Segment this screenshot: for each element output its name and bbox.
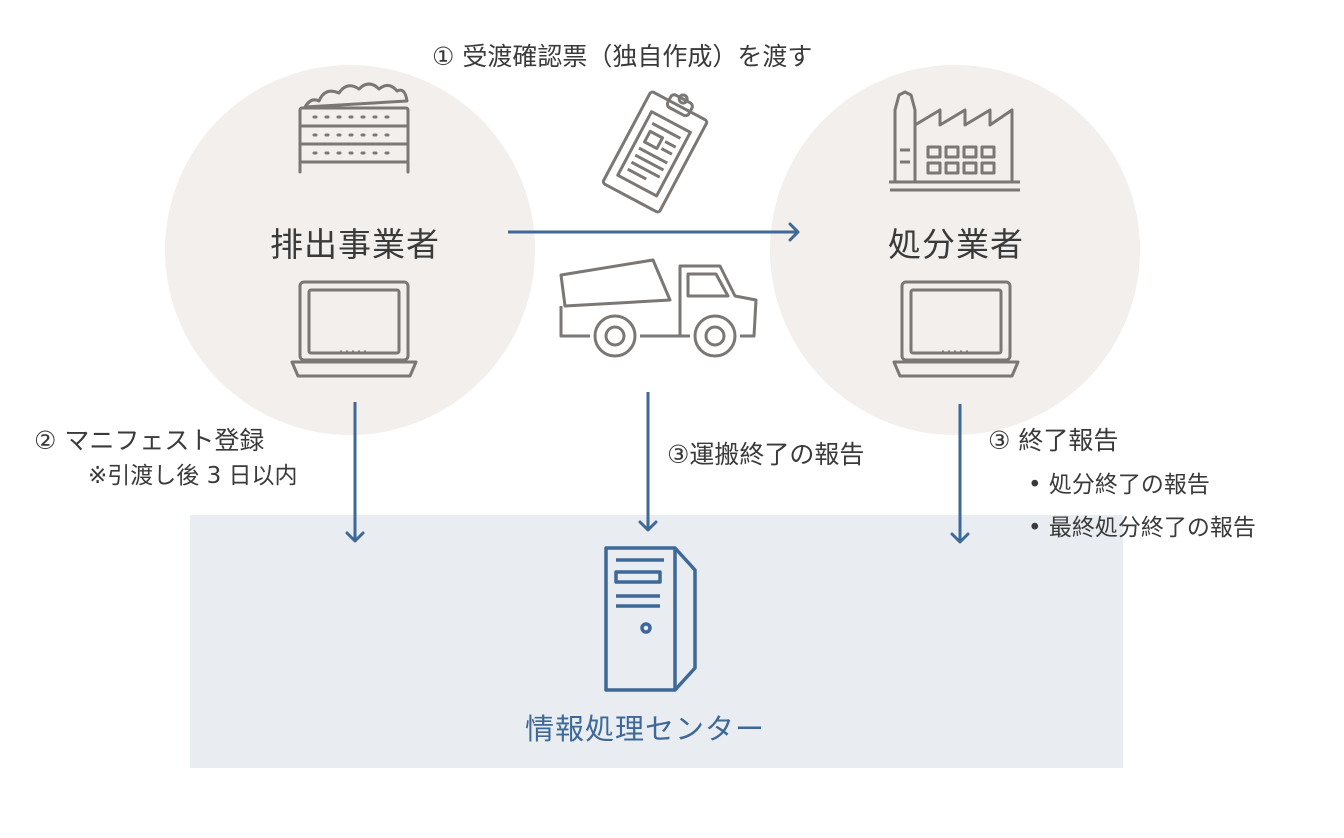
manifest-registration-note: ※引渡し後 3 日以内 [88,463,298,489]
handover-label: ① 受渡確認票（独自作成）を渡す [432,42,813,71]
bullet: • [1028,472,1042,498]
completion-report-label: ③ 終了報告 [988,426,1119,455]
disposer-label: 処分業者 [888,225,1024,264]
info-center-label: 情報処理センター [525,712,766,746]
bullet: • [1028,515,1042,541]
factory-icon [889,90,1020,192]
completion-report-item: • 最終処分終了の報告 [1028,508,1256,542]
emitter-label: 排出事業者 [270,225,440,264]
completion-report-item-text: 最終処分終了の報告 [1048,515,1256,541]
laptop-icon [892,280,1020,378]
transport-report-label: ③運搬終了の報告 [667,440,865,469]
server-icon [604,546,697,692]
completion-report-item: • 処分終了の報告 [1028,465,1210,499]
disposer-circle [770,65,1140,435]
clipboard-document-icon [601,90,709,214]
manifest-registration-label: ② マニフェスト登録 [34,426,265,455]
info-center-panel [190,515,1123,768]
laptop-icon [290,280,418,378]
dump-truck-icon [559,258,758,358]
waste-container-icon [298,82,410,174]
completion-report-item-text: 処分終了の報告 [1048,472,1210,498]
